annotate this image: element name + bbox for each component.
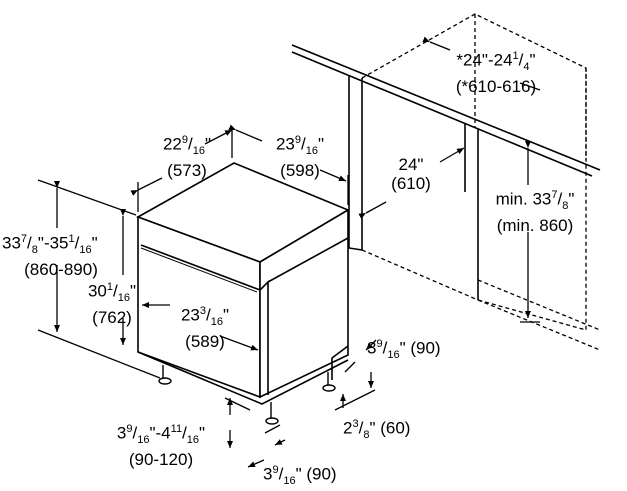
overall-height-label: 337/8"-351/16" (860-890) [2, 233, 98, 280]
dishwasher-body [136, 162, 350, 405]
cabinet-outline [291, 44, 601, 300]
cutout-width-label: 24" (610) [391, 155, 431, 193]
min-height-label: min. 337/8" (min. 860) [495, 189, 575, 236]
cabinet-depth-label: *24"-241/4" (*610-616) [455, 50, 537, 97]
width-front-label: 229/16" (573) [162, 134, 212, 181]
leg-adjust-label: 39/16"-411/16" (90-120) [116, 423, 206, 470]
body-height-label: 301/16" (762) [87, 281, 137, 328]
door-depth-label: 233/16" (589) [180, 305, 230, 352]
side-clearance-label: 39/16" (90) [367, 338, 441, 362]
cabinet-hidden-edges [361, 13, 601, 351]
dishwasher-feet [158, 365, 336, 425]
foot-height-label: 23/8" (60) [343, 418, 411, 442]
bottom-clearance-label: 39/16" (90) [263, 464, 337, 488]
depth-top-label: 239/16" (598) [275, 134, 325, 181]
dimension-lines [37, 36, 541, 468]
